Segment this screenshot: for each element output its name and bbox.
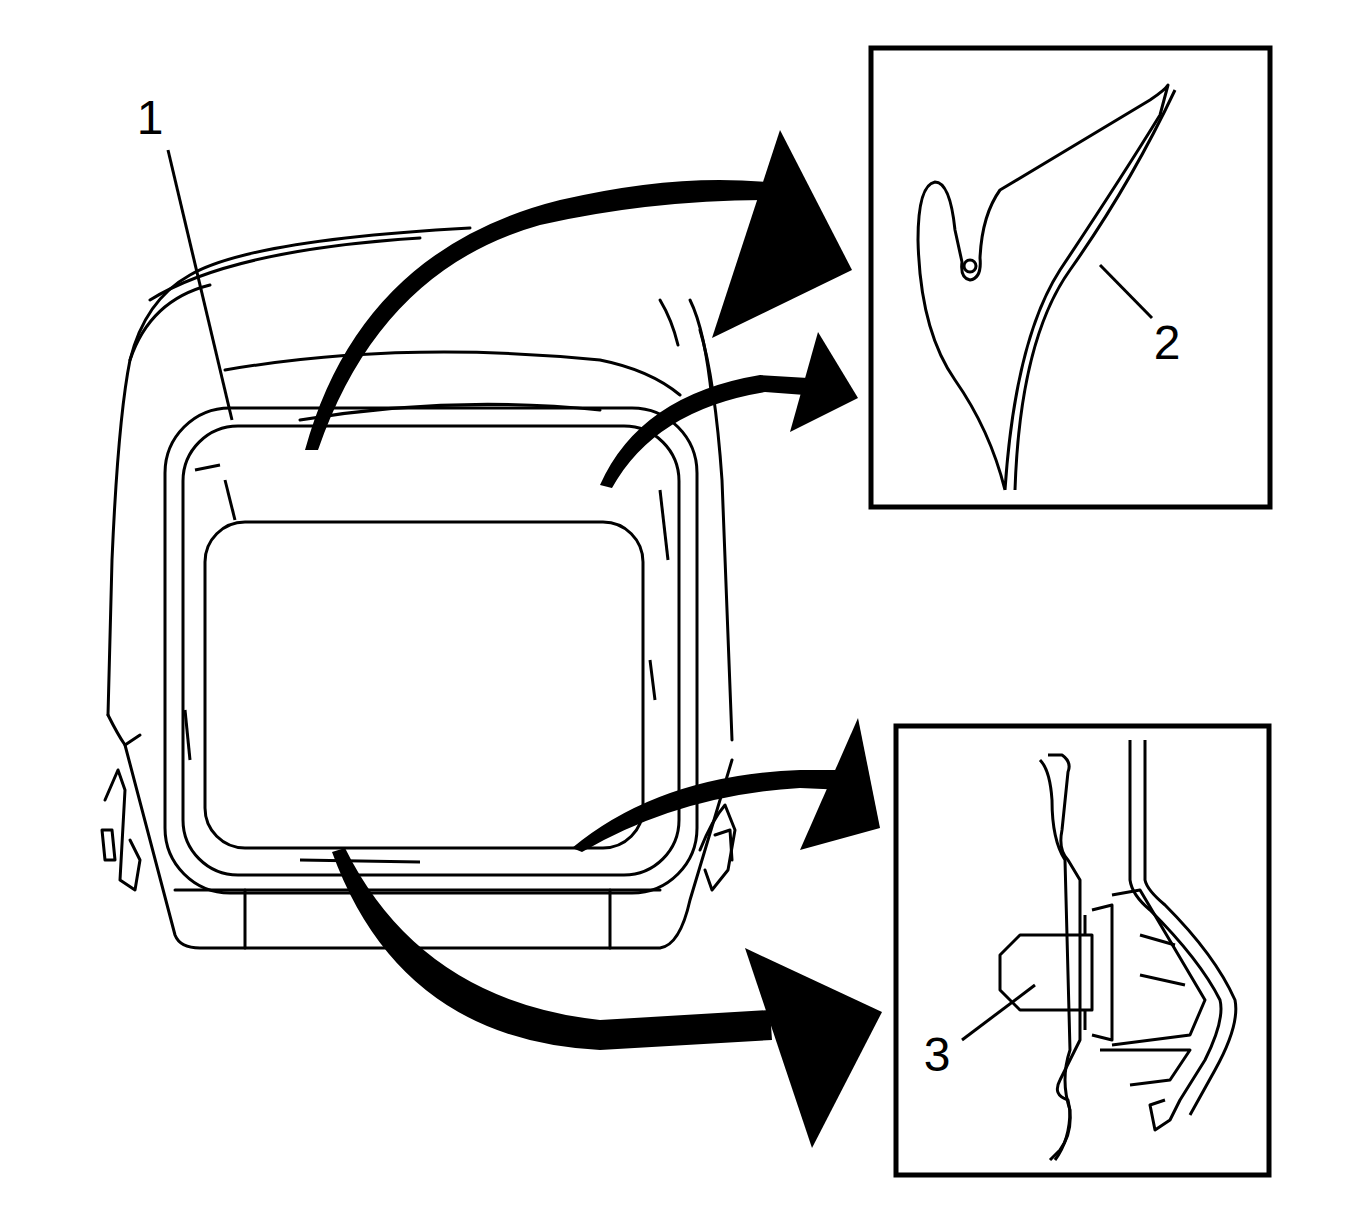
view-arrow — [305, 130, 882, 1148]
trim-hook-detail — [918, 85, 1175, 490]
retainer-detail — [962, 740, 1236, 1160]
leader-line — [962, 985, 1035, 1040]
seat-outline — [102, 228, 735, 948]
leader-line — [1100, 265, 1152, 318]
callout-number: 1 — [135, 94, 166, 142]
callout-number: 3 — [922, 1031, 953, 1079]
leader-line — [168, 150, 232, 420]
callout-number: 2 — [1152, 319, 1183, 367]
detail-frame — [871, 48, 1270, 1175]
